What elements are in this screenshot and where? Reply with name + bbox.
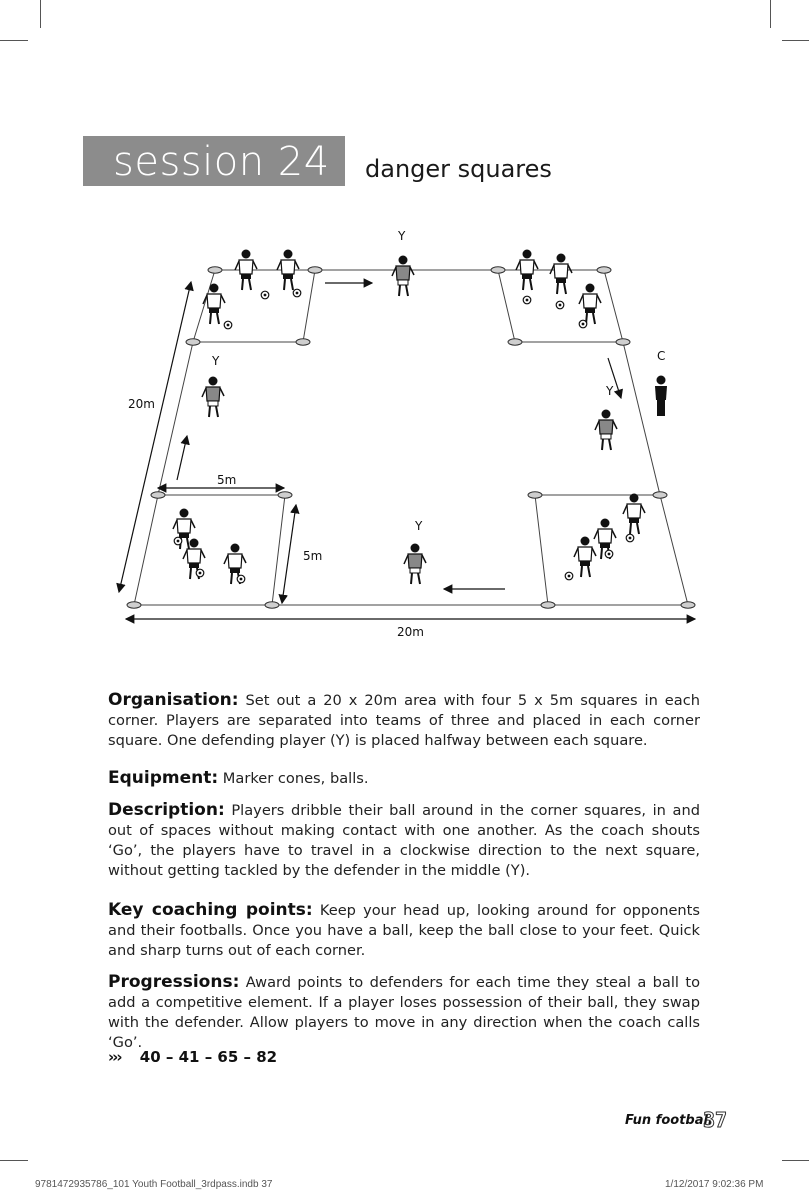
slug-left: 9781472935786_101 Youth Football_3rdpass…	[35, 1179, 273, 1190]
session-title: danger squares	[365, 155, 552, 183]
team-top-right	[515, 248, 602, 329]
crop-mark-bottom-right	[782, 1160, 809, 1161]
defender-label-top: Y	[397, 229, 406, 243]
crop-mark-top-right	[770, 0, 771, 28]
equipment-text: Marker cones, balls.	[218, 770, 369, 787]
square-bottom-right	[534, 494, 689, 606]
defender-top: Y	[391, 229, 415, 297]
defender-right: Y	[594, 384, 618, 451]
dimension-label-bottom: 20m	[397, 625, 424, 639]
key-points-heading: Key coaching points:	[108, 900, 313, 920]
progressions-text: Award points to defenders for each time …	[108, 974, 700, 1051]
description-text: Players dribble their ball around in the…	[108, 802, 700, 879]
coach: C	[655, 349, 667, 416]
description-heading: Description:	[108, 800, 225, 820]
team-bottom-right	[564, 492, 646, 581]
defender-label-bottom: Y	[414, 519, 423, 533]
organisation-text: Set out a 20 x 20m area with four 5 x 5m…	[108, 692, 700, 749]
dimension-lines	[116, 280, 697, 624]
chevrons-icon: ›››	[108, 1048, 122, 1066]
session-label: session 24	[113, 139, 330, 185]
crop-mark-top-left-h	[0, 40, 28, 41]
team-top-left	[202, 248, 302, 330]
description-section: Description: Players dribble their ball …	[108, 800, 700, 881]
crop-mark-top-right-h	[782, 40, 809, 41]
page-number: 37	[702, 1108, 728, 1133]
session-banner	[83, 136, 345, 186]
dimension-label-square-width: 5m	[217, 473, 236, 487]
book-title: Fun football	[625, 1113, 713, 1128]
equipment-section: Equipment: Marker cones, balls.	[108, 768, 700, 789]
organisation-section: Organisation: Set out a 20 x 20m area wi…	[108, 690, 700, 751]
movement-arrows	[176, 278, 623, 594]
crop-mark-top-left	[40, 0, 41, 28]
dimension-label-side: 20m	[128, 397, 155, 411]
defender-bottom: Y	[403, 519, 427, 585]
related-session-numbers: 40 – 41 – 65 – 82	[139, 1048, 278, 1066]
team-bottom-left	[172, 507, 247, 585]
key-points-section: Key coaching points: Keep your head up, …	[108, 900, 700, 961]
key-points-text: Keep your head up, looking around for op…	[108, 902, 701, 959]
organisation-heading: Organisation:	[108, 690, 239, 710]
progressions-heading: Progressions:	[108, 972, 240, 992]
defender-left: Y	[201, 354, 225, 418]
progressions-section: Progressions: Award points to defenders …	[108, 972, 700, 1053]
drill-diagram: Y Y Y Y C 20m 5m 5m 20m	[116, 229, 697, 639]
slug-right: 1/12/2017 9:02:36 PM	[665, 1179, 764, 1190]
defender-label-left: Y	[211, 354, 220, 368]
dimension-label-square-height: 5m	[303, 549, 322, 563]
square-bottom-left	[133, 494, 286, 606]
defender-label-right: Y	[605, 384, 614, 398]
related-sessions: ››› 40 – 41 – 65 – 82	[108, 1048, 277, 1066]
crop-mark-bottom-left	[0, 1160, 28, 1161]
coach-label: C	[657, 349, 665, 363]
equipment-heading: Equipment:	[108, 768, 219, 788]
